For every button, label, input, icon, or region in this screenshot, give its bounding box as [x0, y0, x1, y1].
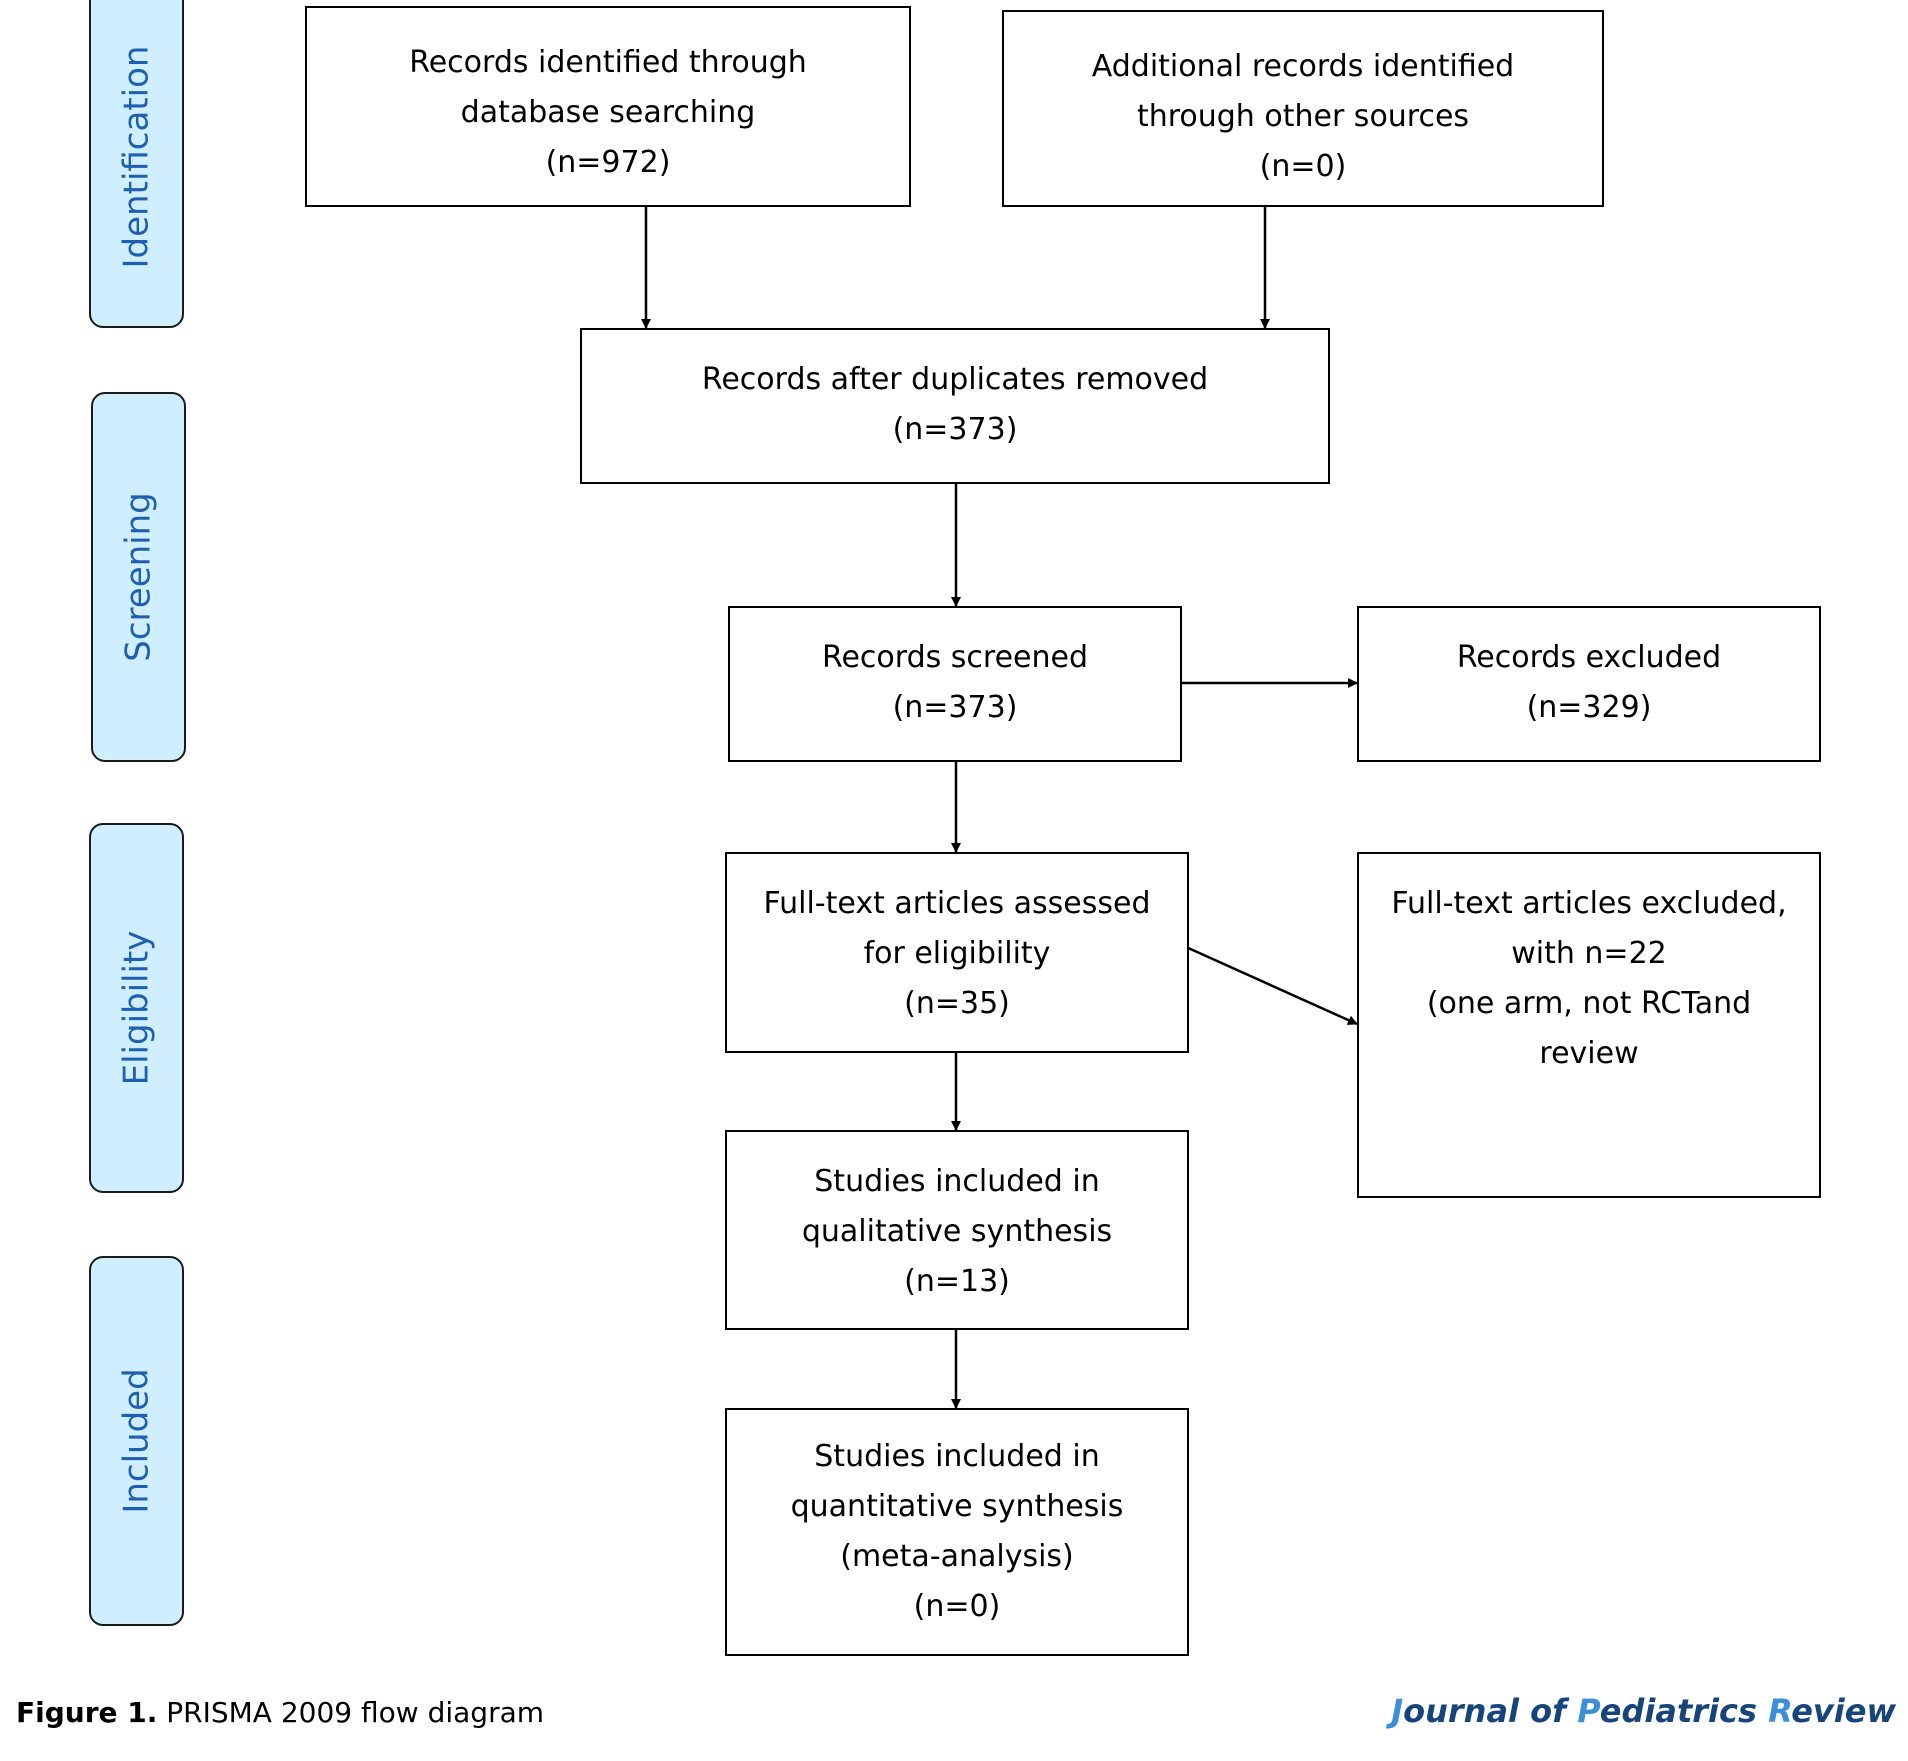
box-fulltext-assessed-count: (n=35)	[904, 986, 1010, 1021]
stage-identification-label: Identification	[116, 45, 157, 269]
stage-screening: Screening	[91, 392, 186, 762]
box-database-records-line: Records identified through	[409, 45, 807, 80]
stage-eligibility-label: Eligibility	[116, 930, 157, 1086]
figure-caption-label: Figure 1.	[16, 1696, 158, 1729]
box-fulltext-assessed-line: Full-text articles assessed	[763, 886, 1151, 921]
box-fulltext-excluded-line: Full-text articles excluded,	[1391, 886, 1787, 921]
box-after-duplicates-line: Records after duplicates removed	[701, 362, 1209, 397]
journal-name-initial: R	[1768, 1692, 1792, 1730]
box-quantitative-synthesis-line: quantitative synthesis	[790, 1489, 1124, 1524]
box-records-screened-line: Records screened	[821, 640, 1089, 675]
box-other-records-line: Additional records identified	[1091, 49, 1515, 84]
journal-name-part: ournal of	[1403, 1692, 1578, 1730]
journal-name-initial: J	[1391, 1692, 1404, 1730]
box-qualitative-synthesis: Studies included in qualitative synthesi…	[725, 1130, 1189, 1330]
box-other-records: Additional records identified through ot…	[1002, 10, 1604, 207]
box-quantitative-synthesis-line: (meta-analysis)	[840, 1539, 1074, 1574]
box-database-records-count: (n=972)	[545, 145, 671, 180]
stage-eligibility: Eligibility	[89, 823, 184, 1193]
box-qualitative-synthesis-line: qualitative synthesis	[801, 1214, 1113, 1249]
box-database-records: Records identified through database sear…	[305, 6, 911, 207]
box-records-excluded: Records excluded (n=329)	[1357, 606, 1821, 762]
figure-caption: Figure 1. PRISMA 2009 flow diagram	[16, 1696, 544, 1729]
box-qualitative-synthesis-count: (n=13)	[904, 1264, 1010, 1299]
box-fulltext-assessed: Full-text articles assessed for eligibil…	[725, 852, 1189, 1053]
figure-caption-text: PRISMA 2009 flow diagram	[166, 1696, 545, 1729]
box-other-records-count: (n=0)	[1259, 149, 1347, 184]
journal-name-part: eview	[1791, 1692, 1896, 1730]
box-after-duplicates: Records after duplicates removed (n=373)	[580, 328, 1330, 484]
journal-name-initial: P	[1577, 1692, 1600, 1730]
box-records-excluded-line: Records excluded	[1456, 640, 1722, 675]
box-qualitative-synthesis-line: Studies included in	[814, 1164, 1100, 1199]
box-fulltext-excluded-line: with n=22	[1511, 936, 1667, 971]
box-quantitative-synthesis-line: Studies included in	[814, 1439, 1100, 1474]
box-records-screened: Records screened (n=373)	[728, 606, 1182, 762]
box-records-screened-count: (n=373)	[892, 690, 1018, 725]
box-fulltext-excluded-line: (one arm, not RCTand	[1426, 986, 1752, 1021]
box-fulltext-excluded: Full-text articles excluded, with n=22 (…	[1357, 852, 1821, 1198]
box-other-records-line: through other sources	[1136, 99, 1470, 134]
box-records-excluded-count: (n=329)	[1526, 690, 1652, 725]
stage-screening-label: Screening	[118, 492, 159, 662]
box-quantitative-synthesis-count: (n=0)	[913, 1589, 1001, 1624]
arrow-fulltext-to-fulltext-excluded	[1185, 945, 1358, 1026]
stage-included-label: Included	[116, 1368, 157, 1514]
stage-identification: Identification	[89, 0, 184, 328]
journal-name-part: ediatrics	[1599, 1692, 1769, 1730]
stage-included: Included	[89, 1256, 184, 1626]
box-quantitative-synthesis: Studies included in quantitative synthes…	[725, 1408, 1189, 1656]
box-fulltext-excluded-line: review	[1539, 1036, 1639, 1071]
box-fulltext-assessed-line: for eligibility	[863, 936, 1051, 971]
box-after-duplicates-count: (n=373)	[892, 412, 1018, 447]
box-database-records-line: database searching	[460, 95, 756, 130]
journal-name: Journal of Pediatrics Review	[1391, 1692, 1896, 1730]
